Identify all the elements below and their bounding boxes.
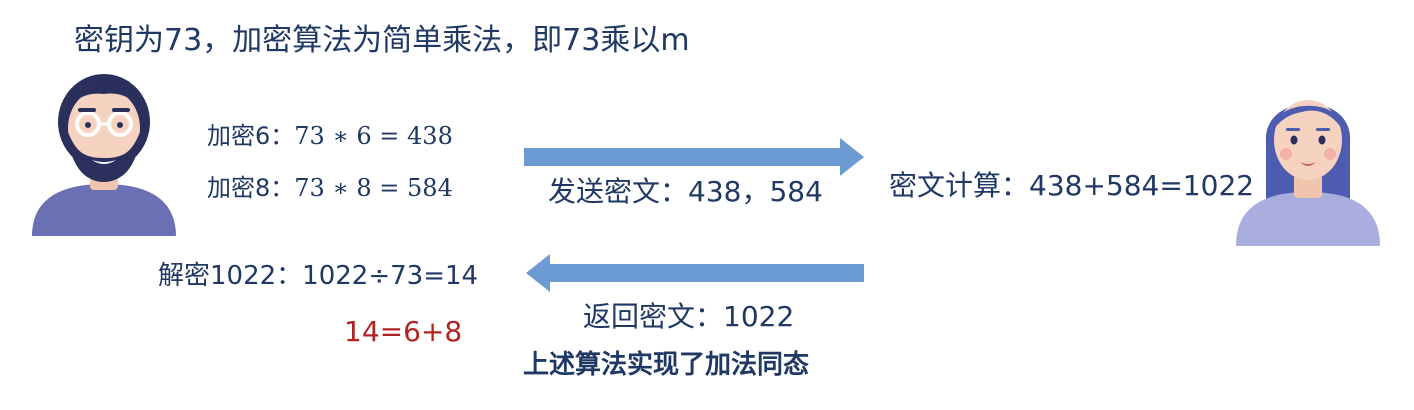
return-ciphertext-text: 返回密文：1022 (583, 300, 795, 333)
send-ciphertext-text: 发送密文：438，584 (548, 175, 823, 208)
sum-text: 14=6+8 (344, 315, 463, 348)
diagram-title: 密钥为73，加密算法为简单乘法，即73乘以m (74, 23, 690, 58)
encrypt-line-2: 加密8：73 ∗ 8 = 584 (207, 176, 453, 200)
encrypt-line-1: 加密6：73 ∗ 6 = 438 (207, 124, 453, 148)
decrypt-text: 解密1022：1022÷73=14 (158, 261, 479, 291)
arrow-left-icon (526, 254, 864, 292)
ciphertext-calc-text: 密文计算：438+584=1022 (889, 169, 1255, 202)
arrow-right-icon (524, 138, 864, 176)
encrypt-formula-1: 73 ∗ 6 = 438 (294, 122, 453, 150)
conclusion-text: 上述算法实现了加法同态 (523, 350, 810, 380)
man-avatar-icon (32, 74, 176, 236)
encrypt-formula-2: 73 ∗ 8 = 584 (294, 174, 453, 202)
encrypt-label-2: 加密8： (207, 174, 295, 202)
woman-avatar-icon (1236, 100, 1380, 246)
encrypt-label-1: 加密6： (207, 122, 295, 150)
